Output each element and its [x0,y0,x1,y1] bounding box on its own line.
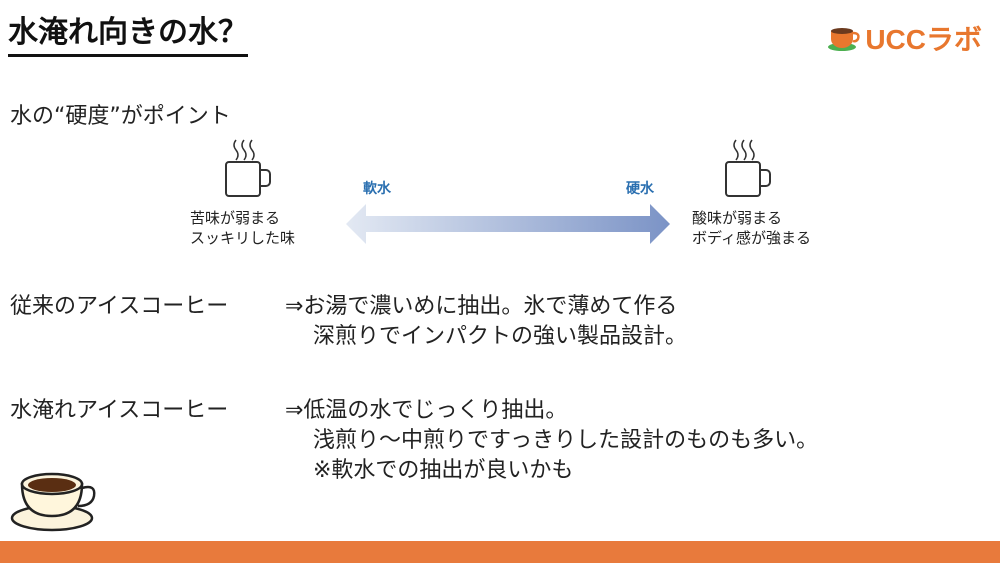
hard-water-label: 硬水 [626,181,654,197]
page-title: 水淹れ向きの水？ [8,14,248,57]
hardness-arrow [346,204,670,244]
row-label: 従来のアイスコーヒー [10,294,229,319]
hard-water-mug-icon [725,139,771,197]
soft-water-effects: 苦味が弱まる スッキリした味 [190,208,295,248]
soft-water-label: 軟水 [363,181,391,197]
ucc-lab-logo: UCCラボ [827,18,982,58]
subtitle: 水の“硬度”がポイント [10,104,231,129]
logo-text: UCCラボ [865,24,982,55]
description-line: ※軟水での抽出が良いかも [313,458,574,483]
hard-water-effects: 酸味が弱まる ボディ感が強まる [692,208,811,248]
soft-effect-line: スッキリした味 [190,229,296,247]
soft-effect-line: 苦味が弱まる [190,209,281,227]
row-label: 水淹れアイスコーヒー [10,398,229,423]
hard-effect-line: 酸味が弱まる [692,209,783,227]
soft-water-mug-icon [225,139,271,197]
description-line: 深煎りでインパクトの強い製品設計。 [313,324,688,349]
row-description: ⇒お湯で濃いめに抽出。氷で薄めて作る 深煎りでインパクトの強い製品設計。 [285,292,687,352]
coffee-cup-logo-icon [828,28,861,51]
coffee-cup-icon [10,472,96,532]
row-description: ⇒低温の水でじっくり抽出。 浅煎り～中煎りですっきりした設計のものも多い。 ※軟… [285,396,818,486]
description-line: ⇒お湯で濃いめに抽出。氷で薄めて作る [285,294,678,319]
description-line: ⇒低温の水でじっくり抽出。 [285,398,568,423]
footer-bar [0,541,1000,563]
description-line: 浅煎り～中煎りですっきりした設計のものも多い。 [313,428,819,453]
hard-effect-line: ボディ感が強まる [692,229,811,247]
